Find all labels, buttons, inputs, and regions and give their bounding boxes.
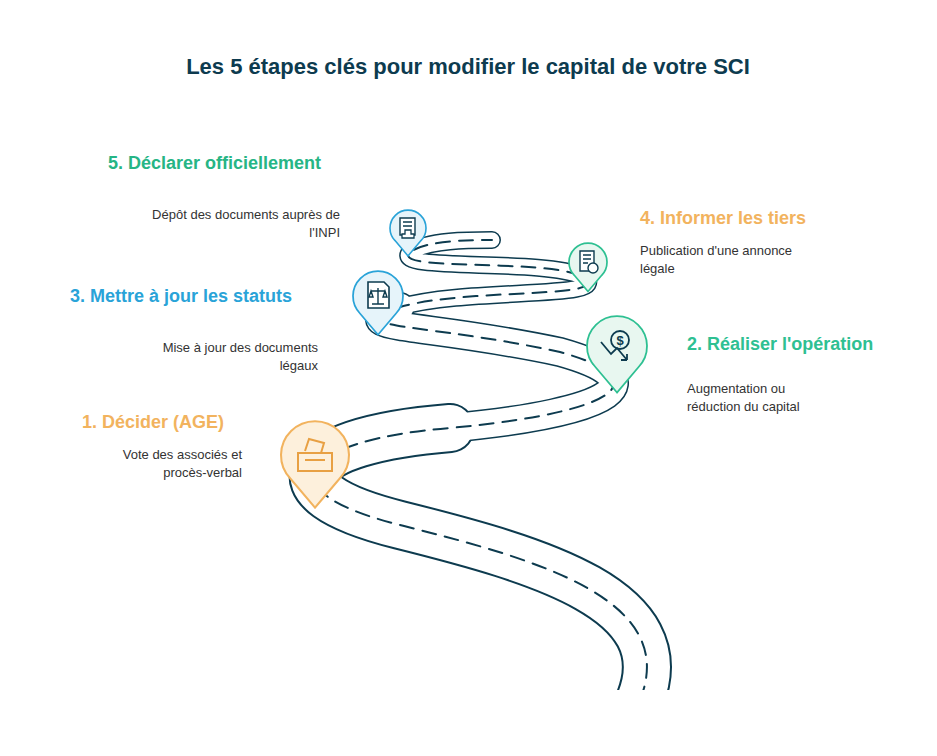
- road-surface: [314, 428, 647, 700]
- step-block: 2. Réaliser l'opérationAugmentation ou r…: [687, 333, 927, 416]
- stamp-icon: [402, 230, 414, 238]
- step-description: Mise à jour des documents légaux: [138, 339, 318, 375]
- diagram-title: Les 5 étapes clés pour modifier le capit…: [168, 52, 768, 82]
- step-block: 1. Décider (AGE) Vote des associés et pro…: [82, 411, 242, 482]
- road-surface: [400, 240, 588, 307]
- down-arrow-icon: [601, 342, 627, 360]
- pin-marker: $: [587, 316, 647, 392]
- step-description: Augmentation ou réduction du capital: [687, 380, 822, 416]
- road-edge: [314, 428, 647, 700]
- step-block: 3. Mettre à jour les statutsMise à jour …: [70, 285, 318, 375]
- road: [314, 240, 740, 756]
- step-heading: 5. Déclarer officiellement: [108, 152, 340, 174]
- info-icon: [588, 263, 598, 273]
- road-edge: [400, 240, 588, 307]
- step-heading: 3. Mettre à jour les statuts: [70, 285, 318, 307]
- coin-icon: [611, 331, 629, 349]
- pin-marker: [569, 243, 607, 291]
- road-dashes: [314, 240, 647, 700]
- pin-marker: [353, 271, 403, 335]
- dollar-sign: $: [616, 333, 624, 348]
- step-description: Dépôt des documents auprès de l'INPI: [135, 206, 340, 242]
- step-heading: 2. Réaliser l'opération: [687, 333, 927, 355]
- road-surface: [380, 307, 614, 428]
- step-description: Vote des associés et procès-verbal: [102, 446, 242, 482]
- road-end-mask: [540, 690, 740, 756]
- document-icon: [368, 282, 389, 308]
- ballot-box-icon: [298, 453, 332, 471]
- ballot-paper: [305, 439, 324, 453]
- ballot-slot: [305, 459, 325, 461]
- pin-marker: [390, 210, 426, 256]
- step-block: 5. Déclarer officiellementDépôt des docu…: [108, 152, 340, 242]
- step-heading: 4. Informer les tiers: [640, 207, 880, 229]
- step-block: 4. Informer les tiersPublication d'une a…: [640, 207, 880, 278]
- step-description: Publication d'une annonce légale: [640, 242, 825, 278]
- pin-marker: [281, 421, 349, 507]
- step-heading: 1. Décider (AGE): [82, 411, 242, 433]
- scales-icon: [369, 288, 387, 304]
